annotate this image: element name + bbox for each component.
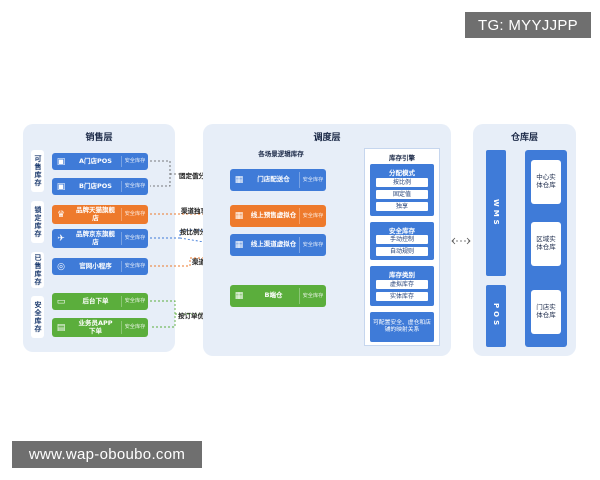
warehouse-layer-title: 仓库层 xyxy=(510,133,538,143)
warehouse-label: B端仓 xyxy=(264,291,283,300)
channel-safety-stock: 安全库存 xyxy=(121,295,148,308)
sales-layer-title: 销售层 xyxy=(85,133,113,143)
warehouse-safety-stock: 安全库存 xyxy=(299,172,326,188)
warehouse-safety-stock: 安全库存 xyxy=(299,208,326,224)
watermark-bottom-left: www.wap-oboubo.com xyxy=(12,441,202,468)
store-icon: ▣ xyxy=(56,181,66,192)
channel-jd-flagship: ✈ 品牌京东旗舰店 安全库存 xyxy=(52,229,148,248)
warehouse-b2b: ▦ B端仓 安全库存 xyxy=(230,285,326,307)
warehouse-icon: ▦ xyxy=(234,175,244,185)
tag-sold-stock: 已售库存 xyxy=(31,252,44,288)
label-ratio-allocation: 按比例分配 xyxy=(180,228,213,236)
app-icon: ▤ xyxy=(56,322,66,333)
warehouse-regional: 区域实体仓库 xyxy=(531,222,561,266)
allocation-mode-head: 分配模式 xyxy=(389,169,415,177)
channel-label: 业务员APP下单 xyxy=(78,319,113,335)
tag-locked-stock: 锁定库存 xyxy=(31,201,44,243)
channel-tmall-flagship: ♛ 品牌天猫旗舰店 安全库存 xyxy=(52,205,148,224)
warehouse-store: 门店实体仓库 xyxy=(531,290,561,334)
channel-label: 官网小程序 xyxy=(79,261,112,270)
jd-icon: ✈ xyxy=(57,233,65,244)
tmall-icon: ♛ xyxy=(56,209,66,220)
warehouse-online-presale: ▦ 线上预售虚拟仓 安全库存 xyxy=(230,205,326,227)
channel-label: 后台下单 xyxy=(82,296,109,305)
warehouse-online-channel: ▦ 线上渠道虚拟仓 安全库存 xyxy=(230,234,326,256)
channel-safety-stock: 安全库存 xyxy=(121,231,148,246)
channel-backend-order: ▭ 后台下单 安全库存 xyxy=(52,293,148,310)
channel-safety-stock: 安全库存 xyxy=(121,180,148,193)
option-ratio: 按比例 xyxy=(376,178,428,187)
warehouse-safety-stock: 安全库存 xyxy=(299,237,326,253)
warehouse-label: 线上预售虚拟仓 xyxy=(250,211,297,220)
monitor-icon: ▭ xyxy=(56,296,66,307)
channel-label: 品牌天猫旗舰店 xyxy=(76,206,115,222)
label-fixed-value-allocation: 固定值分配 xyxy=(179,172,212,180)
channel-a-store-pos: ▣ A门店POS 安全库存 xyxy=(52,153,148,170)
warehouse-label: 线上渠道虚拟仓 xyxy=(250,240,297,249)
warehouse-icon: ▦ xyxy=(234,240,244,250)
option-manual-control: 手动控制 xyxy=(376,235,428,244)
channel-label: A门店POS xyxy=(78,156,112,165)
store-icon: ▣ xyxy=(56,156,66,167)
channel-safety-stock: 安全库存 xyxy=(121,320,148,335)
warehouse-store-delivery: ▦ 门店配送仓 安全库存 xyxy=(230,169,326,191)
pos-system: POS xyxy=(486,285,506,347)
option-virtual-stock: 虚拟库存 xyxy=(376,280,428,289)
engine-note-text: 可配置安全、虚仓和店铺的映射关系 xyxy=(373,319,431,333)
warehouse-central: 中心实体仓库 xyxy=(531,160,561,204)
engine-config-note: 可配置安全、虚仓和店铺的映射关系 xyxy=(370,312,434,342)
dispatch-layer-title: 调度层 xyxy=(313,133,341,143)
stock-type-head: 库存类别 xyxy=(389,271,415,279)
warehouse-label: 门店配送仓 xyxy=(257,175,290,184)
logic-stock-title: 各场景逻辑库存 xyxy=(258,150,304,158)
warehouse-safety-stock: 安全库存 xyxy=(299,288,326,304)
option-physical-stock: 实体库存 xyxy=(376,292,428,301)
inventory-engine-title: 库存引擎 xyxy=(389,154,415,162)
wms-system: WMS xyxy=(486,150,506,276)
miniprogram-icon: ◎ xyxy=(57,261,65,272)
tag-safety-stock: 安全库存 xyxy=(31,296,44,338)
option-auto-rules: 自动规则 xyxy=(376,247,428,256)
channel-mini-program: ◎ 官网小程序 安全库存 xyxy=(52,258,148,275)
channel-label: 品牌京东旗舰店 xyxy=(76,230,115,246)
watermark-top-right: TG: MYYJJPP xyxy=(465,12,591,38)
tag-sellable-stock: 可售库存 xyxy=(31,150,44,192)
channel-safety-stock: 安全库存 xyxy=(121,155,148,168)
warehouse-icon: ▦ xyxy=(234,211,244,221)
safety-stock-head: 安全库存 xyxy=(389,227,415,235)
option-exclusive: 独享 xyxy=(376,202,428,211)
option-fixed: 固定值 xyxy=(376,190,428,199)
channel-safety-stock: 安全库存 xyxy=(121,260,148,273)
channel-label: B门店POS xyxy=(79,181,112,190)
warehouse-icon: ▦ xyxy=(234,291,244,301)
channel-b-store-pos: ▣ B门店POS 安全库存 xyxy=(52,178,148,195)
label-channel-exclusive-1: 渠道独享 xyxy=(181,207,207,215)
channel-sales-app-order: ▤ 业务员APP下单 安全库存 xyxy=(52,318,148,337)
channel-safety-stock: 安全库存 xyxy=(121,207,148,222)
